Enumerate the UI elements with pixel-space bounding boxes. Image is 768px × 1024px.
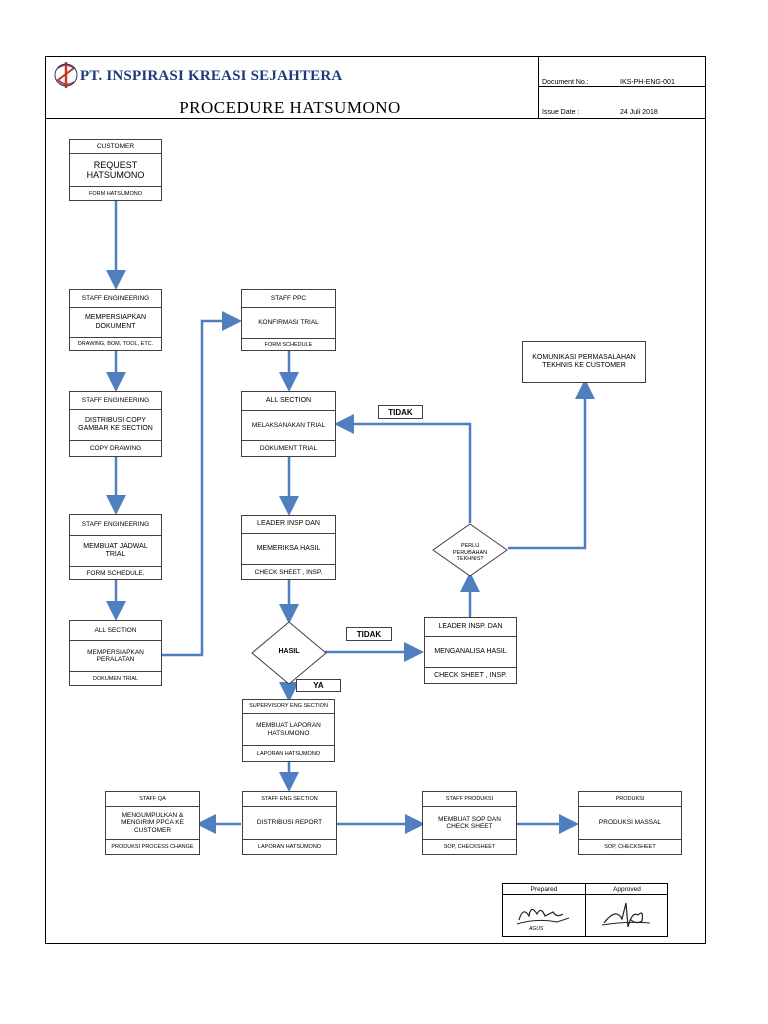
box-role: STAFF ENGINEERING <box>81 396 150 404</box>
box-distribusi-report: STAFF ENG SECTION DISTRIBUSI REPORT LAPO… <box>242 791 337 855</box>
label-ya: YA <box>296 679 341 692</box>
box-action: MEMBUAT JADWAL TRIAL <box>83 542 148 558</box>
decision-perlu-perubahan-label: PERLU PERUBAHAN TEKHNIS? <box>452 543 488 563</box>
header-divider <box>45 118 706 119</box>
box-document: COPY DRAWING <box>89 445 142 453</box>
box-document: SOP, CHECKSHEET <box>604 844 656 851</box>
box-customer: CUSTOMER REQUEST HATSUMONO FORM HATSUMON… <box>69 139 162 201</box>
box-komunikasi: KOMUNIKASI PERMASALAHAN TEKHNIS KE CUSTO… <box>522 341 646 383</box>
box-staff-engineering-3: STAFF ENGINEERING MEMBUAT JADWAL TRIAL F… <box>69 514 162 580</box>
box-staff-ppc: STAFF PPC KONFIRMASI TRIAL FORM SCHEDULE <box>241 289 336 351</box>
box-produksi: PRODUKSI PRODUKSI MASSAL SOP, CHECKSHEET <box>578 791 682 855</box>
label-tidak-1: TIDAK <box>378 405 423 419</box>
company-logo-icon <box>54 62 78 88</box>
prepared-header: Prepared <box>530 885 558 893</box>
document-no-value: IKS-PH-ENG-001 <box>620 79 675 86</box>
header-meta-divider <box>538 56 539 118</box>
box-action: REQUEST HATSUMONO <box>86 159 145 180</box>
box-document: SOP, CHECKSHEET <box>443 844 496 851</box>
box-role: STAFF PPC <box>270 294 307 302</box>
decision-hasil <box>251 621 327 685</box>
box-action: KONFIRMASI TRIAL <box>258 319 319 327</box>
box-action: MEMPERSIAPKAN DOKUMENT <box>84 314 147 330</box>
box-role: ALL SECTION <box>94 626 137 634</box>
label-tidak-2: TIDAK <box>346 627 392 641</box>
box-document: FORM SCHEDULE <box>264 341 313 348</box>
box-action: KOMUNIKASI PERMASALAHAN TEKHNIS KE CUSTO… <box>532 353 636 369</box>
box-staff-engineering-1: STAFF ENGINEERING MEMPERSIAPKAN DOKUMENT… <box>69 289 162 351</box>
decision-perlu-perubahan <box>432 523 508 577</box>
arrow-perubahan-all2 <box>334 414 472 523</box>
box-staff-qa: STAFF QA MENGUMPULKAN & MENGIRIM PPCA KE… <box>105 791 200 855</box>
box-role: ALL SECTION <box>265 396 312 404</box>
box-action: MENGANALISA HASIL <box>434 647 507 655</box>
box-role: PRODUKSI <box>615 795 645 802</box>
box-supervisory: SUPERVISORY ENG SECTION MEMBUAT LAPORAN … <box>242 699 335 762</box>
box-action: MELAKSANAKAN TRIAL <box>251 421 326 429</box>
prepared-name: AGUS <box>529 926 544 932</box>
box-document: PRODUKSI PROCESS CHANGE <box>111 844 194 851</box>
document-frame <box>45 56 706 944</box>
box-role: CUSTOMER <box>96 142 135 150</box>
document-no-label: Document No.: <box>542 79 589 86</box>
decision-hasil-label: HASIL <box>278 648 300 655</box>
arrow-perubahan-komunikasi <box>508 379 595 550</box>
box-document: CHECK SHEET , INSP. <box>434 671 507 679</box>
signature-table: Prepared Approved AGUS <box>502 883 668 937</box>
page-title: PROCEDURE HATSUMONO <box>179 98 401 117</box>
company-name: PT. INSPIRASI KREASI SEJAHTERA <box>80 68 343 84</box>
box-action: MEMBUAT SOP DAN CHECK SHEET <box>438 815 501 830</box>
box-leader-insp-1: LEADER INSP DAN MEMERIKSA HASIL CHECK SH… <box>241 515 336 580</box>
issue-date-label: Issue Date : <box>542 109 580 116</box>
box-document: FORM HATSUMONO <box>88 190 143 197</box>
box-staff-produksi: STAFF PRODUKSI MEMBUAT SOP DAN CHECK SHE… <box>422 791 517 855</box>
box-action: MEMERIKSA HASIL <box>256 544 321 552</box>
box-role: LEADER INSP. DAN <box>438 622 503 630</box>
box-leader-insp-2: LEADER INSP. DAN MENGANALISA HASIL CHECK… <box>424 617 517 684</box>
approved-signature <box>601 902 651 928</box>
box-document: CHECK SHEET , INSP. <box>254 568 323 576</box>
box-role: STAFF ENG SECTION <box>261 795 318 802</box>
box-document: DOKUMENT TRIAL <box>259 445 318 453</box>
box-role: STAFF QA <box>139 795 166 802</box>
issue-date-value: 24 Juli 2018 <box>620 109 658 116</box>
box-action: DISTRIBUSI REPORT <box>256 819 323 827</box>
box-document: DOKUMEN TRIAL <box>92 675 139 682</box>
meta-row-divider <box>538 86 706 87</box>
prepared-signature <box>516 908 570 925</box>
box-document: DRAWING, BOM, TOOL, ETC. <box>77 341 154 348</box>
box-role: STAFF PRODUKSI <box>445 795 494 802</box>
box-role: LEADER INSP DAN <box>257 520 320 528</box>
box-document: LAPORAN HATSUMONO <box>257 844 322 851</box>
box-action: MEMPERSIAPKAN PERALATAN <box>87 648 144 663</box>
box-document: FORM SCHEDULE. <box>86 569 145 577</box>
box-role: SUPERVISORY ENG SECTION <box>249 703 328 710</box>
box-action: MENGUMPULKAN & MENGIRIM PPCA KE CUSTOMER <box>121 811 184 834</box>
box-all-section-1: ALL SECTION MEMPERSIAPKAN PERALATAN DOKU… <box>69 620 162 686</box>
arrow-all1-ppc <box>162 311 242 657</box>
box-action: DISTRIBUSI COPY GAMBAR KE SECTION <box>78 416 153 432</box>
box-staff-engineering-2: STAFF ENGINEERING DISTRIBUSI COPY GAMBAR… <box>69 391 162 457</box>
box-role: STAFF ENGINEERING <box>81 294 150 302</box>
box-all-section-2: ALL SECTION MELAKSANAKAN TRIAL DOKUMENT … <box>241 391 336 457</box>
box-role: STAFF ENGINEERING <box>81 521 150 529</box>
approved-header: Approved <box>613 885 641 893</box>
box-document: LAPORAN HATSUMONO <box>256 750 321 757</box>
box-action: PRODUKSI MASSAL <box>598 819 662 827</box>
box-action: MEMBUAT LAPORAN HATSUMONO <box>256 722 321 737</box>
